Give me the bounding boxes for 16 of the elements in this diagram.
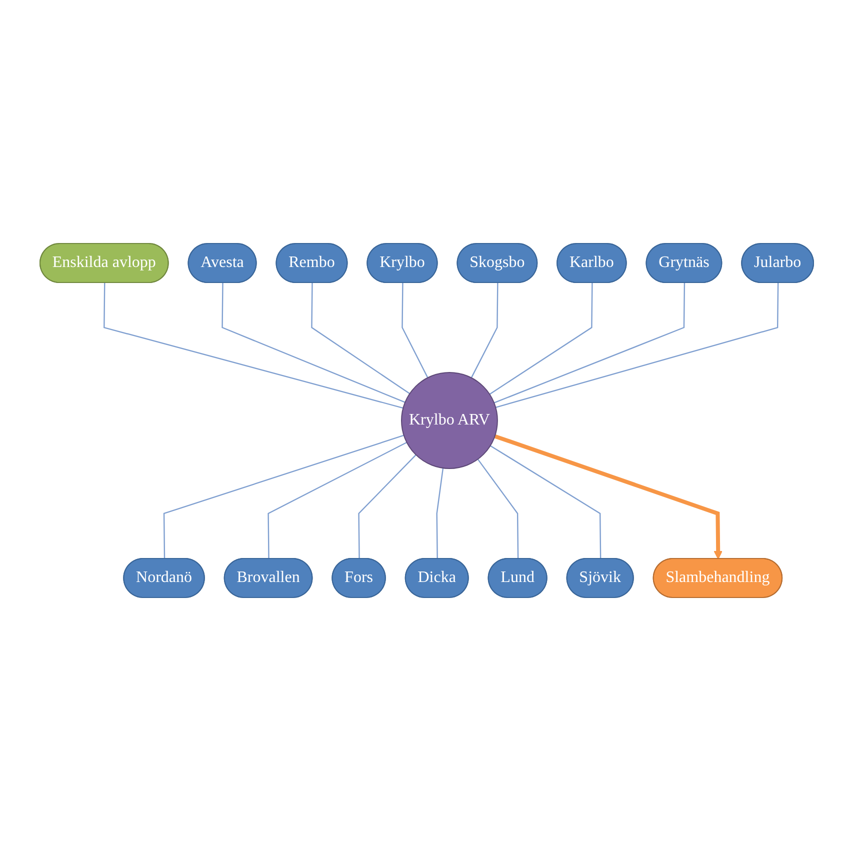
connector — [163, 434, 404, 559]
connector — [477, 458, 518, 559]
connector — [489, 283, 593, 395]
arrow — [494, 434, 722, 560]
connector — [358, 454, 416, 559]
connector — [490, 445, 601, 559]
connector — [470, 283, 498, 378]
connector — [436, 468, 444, 559]
node-circle: Krylbo ARV — [400, 372, 498, 469]
connector — [267, 442, 407, 559]
connector — [401, 283, 428, 378]
connector — [494, 283, 685, 404]
connector — [495, 283, 778, 408]
connector — [103, 283, 404, 409]
connector — [310, 283, 410, 394]
connector — [221, 283, 406, 403]
